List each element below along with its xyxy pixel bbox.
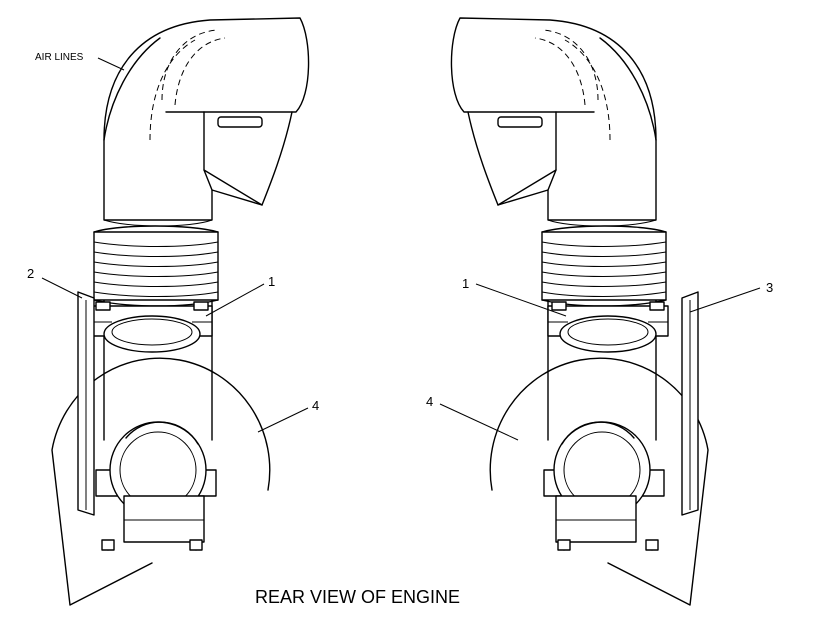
right-lower-clamp	[543, 421, 665, 551]
callout-labels: AIR LINES 1 2 4 1 3 4	[27, 52, 773, 413]
left-bracket-plate	[77, 291, 95, 516]
air-lines-label: AIR LINES	[35, 52, 84, 63]
leader-air-lines	[97, 57, 125, 71]
callout-1-right: 1	[462, 276, 469, 291]
leader-1-right	[475, 283, 567, 317]
right-bracket-plate	[681, 291, 699, 516]
callout-1-left: 1	[268, 274, 275, 289]
right-air-line-elbow	[450, 17, 657, 227]
left-bellows	[93, 225, 219, 307]
right-bellows	[541, 225, 667, 307]
left-upper-clamp	[91, 301, 213, 353]
callout-4-right: 4	[426, 394, 433, 409]
leader-1-left	[205, 283, 265, 317]
leader-2	[41, 277, 83, 299]
callout-2: 2	[27, 266, 34, 281]
left-housing	[51, 357, 271, 606]
leader-4-left	[257, 407, 309, 433]
callout-4-left: 4	[312, 398, 319, 413]
callout-3: 3	[766, 280, 773, 295]
diagram-caption: REAR VIEW OF ENGINE	[255, 587, 460, 607]
left-air-line-elbow	[103, 17, 310, 227]
leader-lines	[41, 57, 761, 441]
left-assembly	[51, 17, 310, 606]
leader-3	[689, 287, 761, 313]
leader-4-right	[439, 403, 519, 441]
right-assembly	[450, 17, 709, 606]
right-upper-clamp	[547, 301, 669, 353]
left-lower-clamp	[95, 421, 217, 551]
